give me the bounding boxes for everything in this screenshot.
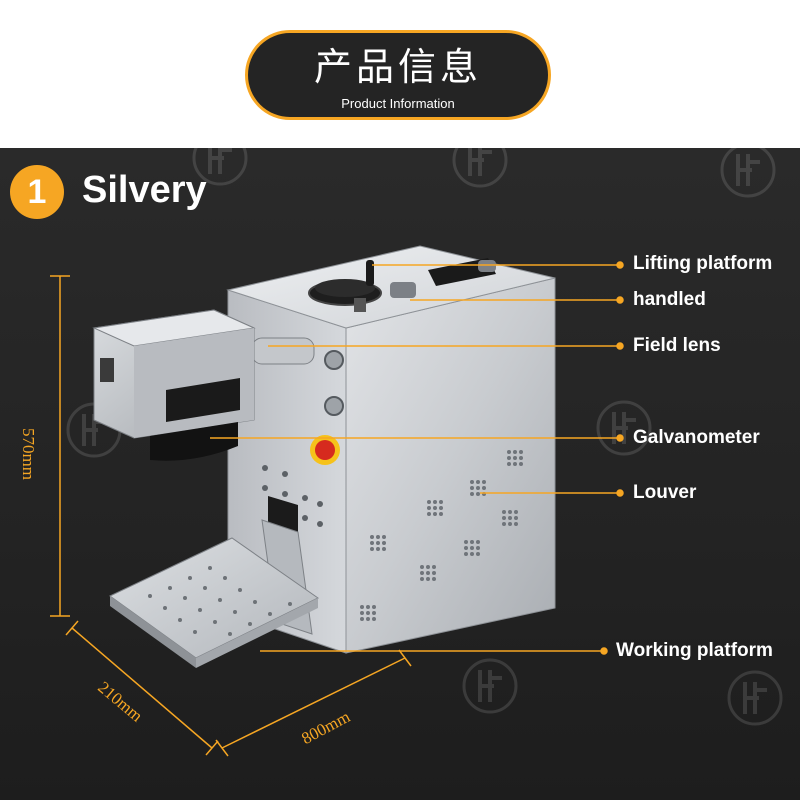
variant-name: Silvery bbox=[82, 169, 207, 211]
working-platform bbox=[109, 537, 319, 668]
lifting-handwheel-icon bbox=[308, 260, 382, 312]
partsfixit-logo-icon bbox=[720, 148, 776, 198]
partsfixit-logo-icon bbox=[452, 148, 508, 188]
galvanometer-vent bbox=[166, 378, 240, 422]
product-panel: 1 Silvery bbox=[0, 148, 800, 800]
header-subtitle: Product Information bbox=[341, 96, 455, 111]
callout-louver: Louver bbox=[633, 482, 697, 503]
machine-cabinet bbox=[226, 245, 556, 654]
header-banner: 产品信息 Product Information bbox=[245, 30, 551, 120]
dimension-lines bbox=[50, 275, 412, 757]
louver-vents bbox=[360, 450, 523, 621]
side-mount-holes bbox=[262, 465, 323, 527]
callout-working-platform: Working platform bbox=[616, 640, 773, 661]
control-knob-icon bbox=[324, 350, 344, 416]
laser-head bbox=[92, 309, 315, 461]
callout-galvanometer: Galvanometer bbox=[633, 427, 760, 448]
partsfixit-logo-icon bbox=[596, 400, 652, 456]
callout-lifting-platform: Lifting platform bbox=[633, 253, 773, 274]
variant-number-badge: 1 bbox=[10, 165, 64, 219]
partsfixit-logo-icon bbox=[462, 658, 518, 714]
callout-handled: handled bbox=[633, 289, 706, 310]
emergency-stop-icon bbox=[310, 435, 340, 465]
partsfixit-logo-icon bbox=[192, 148, 248, 186]
machine-illustration bbox=[50, 245, 624, 757]
partsfixit-logo-icon bbox=[727, 670, 783, 726]
field-lens bbox=[150, 422, 238, 461]
header-title: 产品信息 bbox=[313, 45, 482, 89]
dimension-height: 570mm bbox=[18, 428, 38, 480]
callout-leader-lines bbox=[210, 261, 624, 655]
callout-field-lens: Field lens bbox=[633, 335, 721, 356]
